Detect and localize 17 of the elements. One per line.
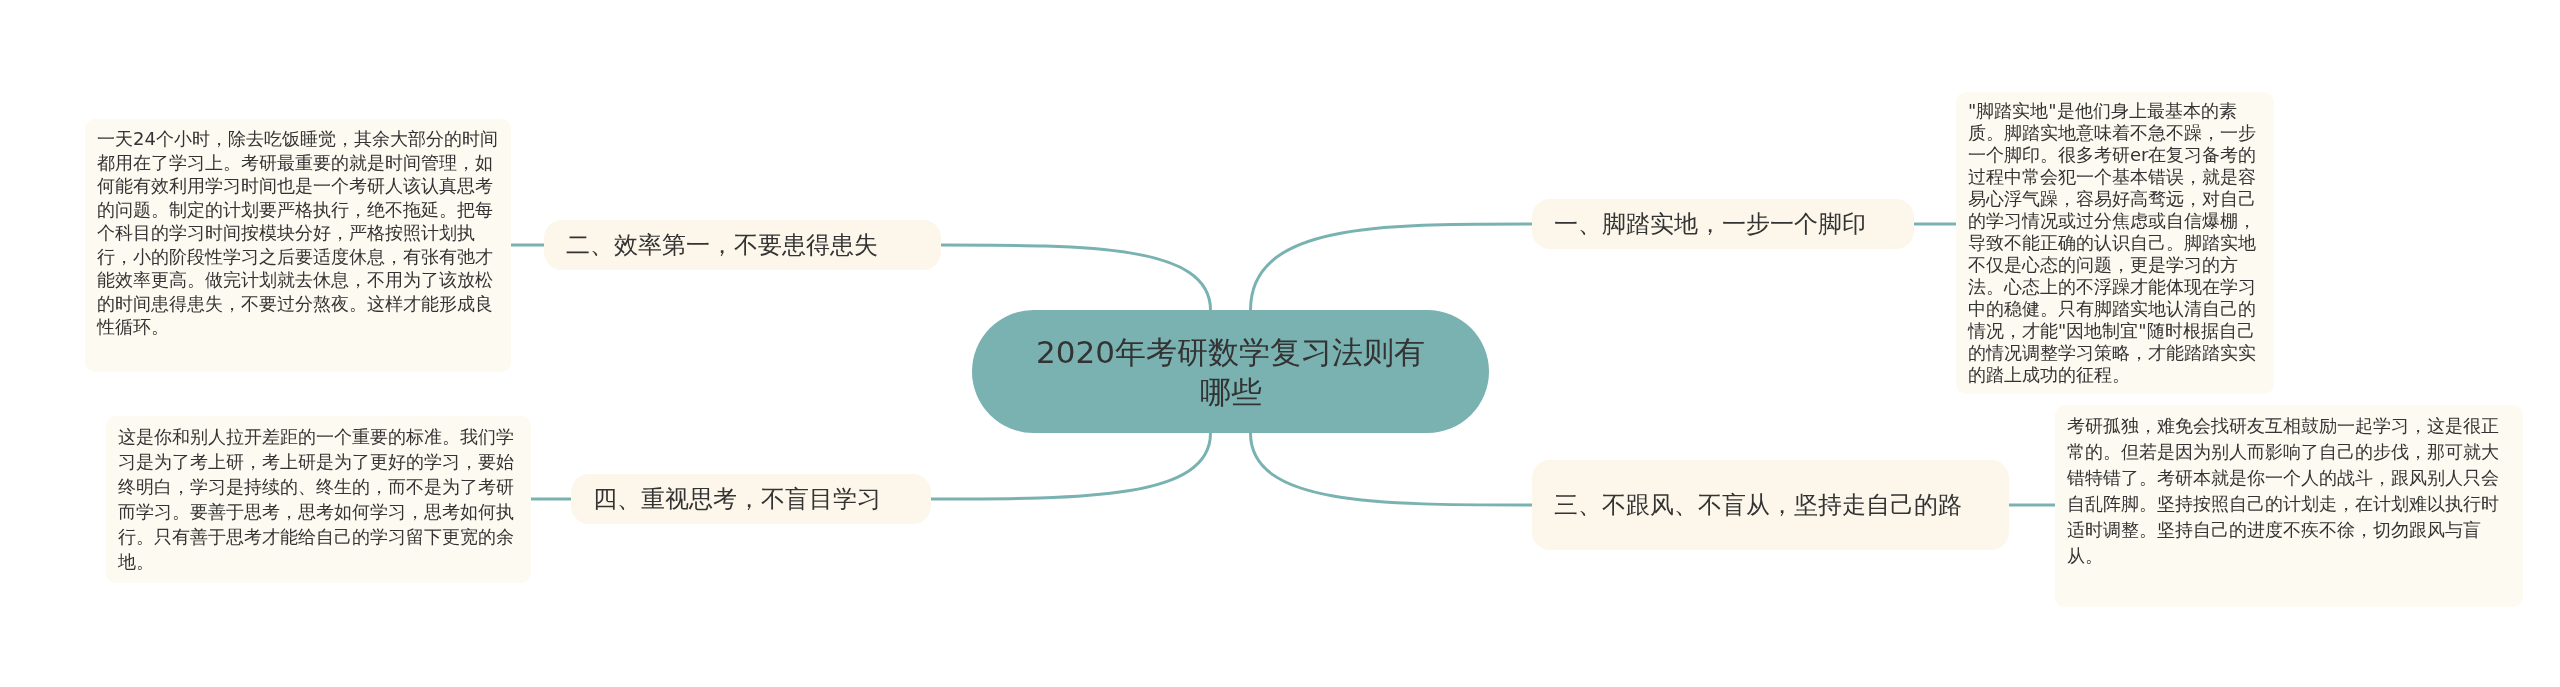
connector-line <box>511 243 544 247</box>
note-box: 考研孤独，难免会找研友互相鼓励一起学习，这是很正常的。但若是因为别人而影响了自己的步伐，那可就大错特错了。考研本就是你一个人的战斗，跟风别人只会自乱阵脚。坚持按照自己的计划走，在计划难以执行时适时调整。坚持自己的进度不疾不徐，切勿跟风与盲从。 <box>2055 405 2523 607</box>
connector-line <box>1249 432 1532 507</box>
connector-line <box>531 497 571 501</box>
connector-line <box>931 432 1212 501</box>
central-topic: 2020年考研数学复习法则有哪些 <box>972 310 1489 433</box>
connector-line <box>1249 222 1532 311</box>
topic-box: 二、效率第一，不要患得患失 <box>544 220 941 270</box>
connector-line <box>1914 222 1956 226</box>
topic-box: 三、不跟风、不盲从，坚持走自己的路 <box>1532 460 2009 550</box>
topic-box: 一、脚踏实地，一步一个脚印 <box>1532 199 1914 249</box>
topic-box: 四、重视思考，不盲目学习 <box>571 474 931 524</box>
connector-line <box>941 243 1212 311</box>
note-box: 这是你和别人拉开差距的一个重要的标准。我们学习是为了考上研，考上研是为了更好的学习，要始终明白，学习是持续的、终生的，而不是为了考研而学习。要善于思考，思考如何学习，思考如何执行。只有善于思考才能给自己的学习留下更宽的余地。 <box>106 416 531 583</box>
note-box: "脚踏实地"是他们身上最基本的素质。脚踏实地意味着不急不躁，一步一个脚印。很多考研er在复习备考的过程中常会犯一个基本错误，就是容易心浮气躁，容易好高骛远，对自己的学习情况或过分焦虑或自信爆棚，导致不能正确的认识自己。脚踏实地不仅是心态的问题，更是学习的方法。心态上的不浮躁才能体现在学习中的稳健。只有脚踏实地认清自己的情况，才能"因地制宜"随时根据自己的情况调整学习策略，才能踏踏实实的踏上成功的征程。 <box>1956 92 2274 394</box>
connector-line <box>2009 503 2055 507</box>
note-box: 一天24个小时，除去吃饭睡觉，其余大部分的时间都用在了学习上。考研最重要的就是时间管理，如何能有效利用学习时间也是一个考研人该认真思考的问题。制定的计划要严格执行，绝不拖延。把每个科目的学习时间按模块分好，严格按照计划执行，小的阶段性学习之后要适度休息，有张有弛才能效率更高。做完计划就去休息，不用为了该放松的时间患得患失，不要过分熬夜。这样才能形成良性循环。 <box>85 119 511 372</box>
